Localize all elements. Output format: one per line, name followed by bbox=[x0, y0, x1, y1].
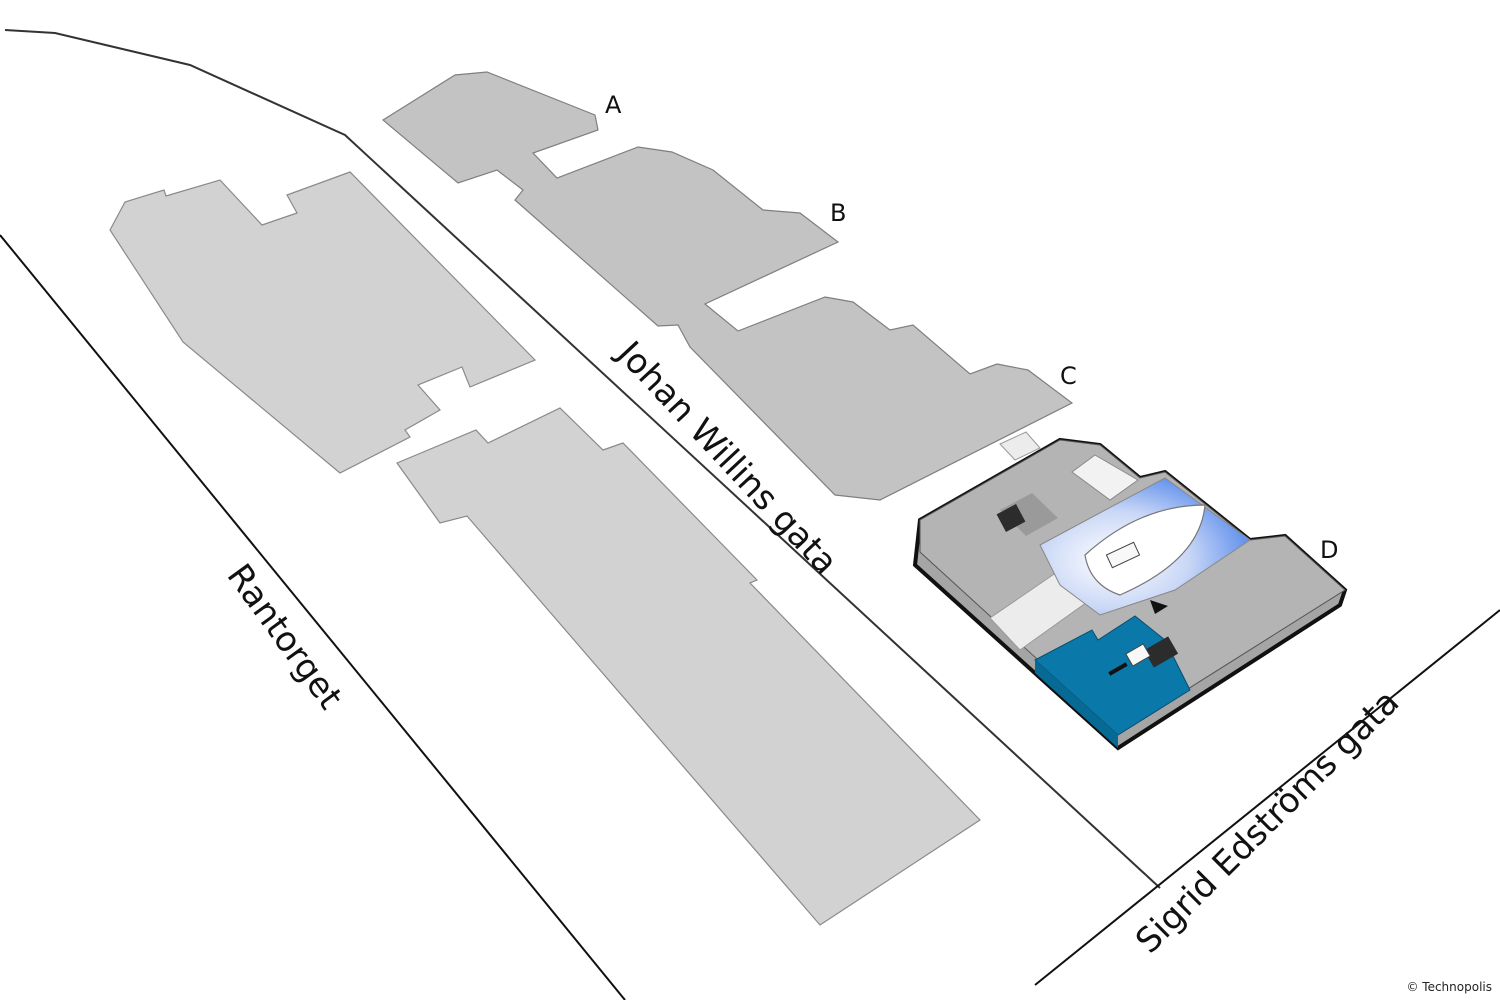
building-d-stair-left bbox=[996, 504, 1026, 532]
building-abc-corridor bbox=[999, 431, 1041, 461]
building-d-stair-lower-white bbox=[1125, 643, 1151, 667]
building-d-highlighted-area-side bbox=[1035, 660, 1118, 748]
street-line-rantorget bbox=[0, 234, 626, 1000]
building-label-d: D bbox=[1320, 536, 1338, 564]
building-d-entrance-icon bbox=[1150, 600, 1168, 614]
building-d-elevator-mark bbox=[1108, 662, 1128, 676]
building-d-stair-center bbox=[1105, 541, 1141, 569]
building-d-core-left bbox=[1000, 493, 1058, 536]
building-block-left-upper bbox=[109, 171, 537, 474]
street-label-sigrid-edstroms: Sigrid Edströms gata bbox=[1128, 682, 1407, 961]
building-label-c: C bbox=[1060, 362, 1077, 390]
street-line-johan-willins bbox=[4, 29, 1161, 889]
building-d-corridor bbox=[1071, 454, 1139, 501]
building-d[interactable] bbox=[912, 437, 1348, 751]
building-d-atrium-center bbox=[1084, 504, 1206, 596]
street-line-sigrid-edstroms bbox=[1034, 609, 1500, 986]
building-d-stair-lower bbox=[1143, 636, 1179, 668]
building-d-highlighted-area bbox=[1034, 615, 1191, 736]
copyright-notice: © Technopolis bbox=[1406, 980, 1492, 994]
building-label-a: A bbox=[605, 91, 622, 119]
street-label-rantorget: Rantorget bbox=[219, 557, 350, 717]
building-abc bbox=[381, 71, 1074, 501]
building-block-left-lower bbox=[396, 407, 981, 926]
building-label-b: B bbox=[830, 199, 846, 227]
